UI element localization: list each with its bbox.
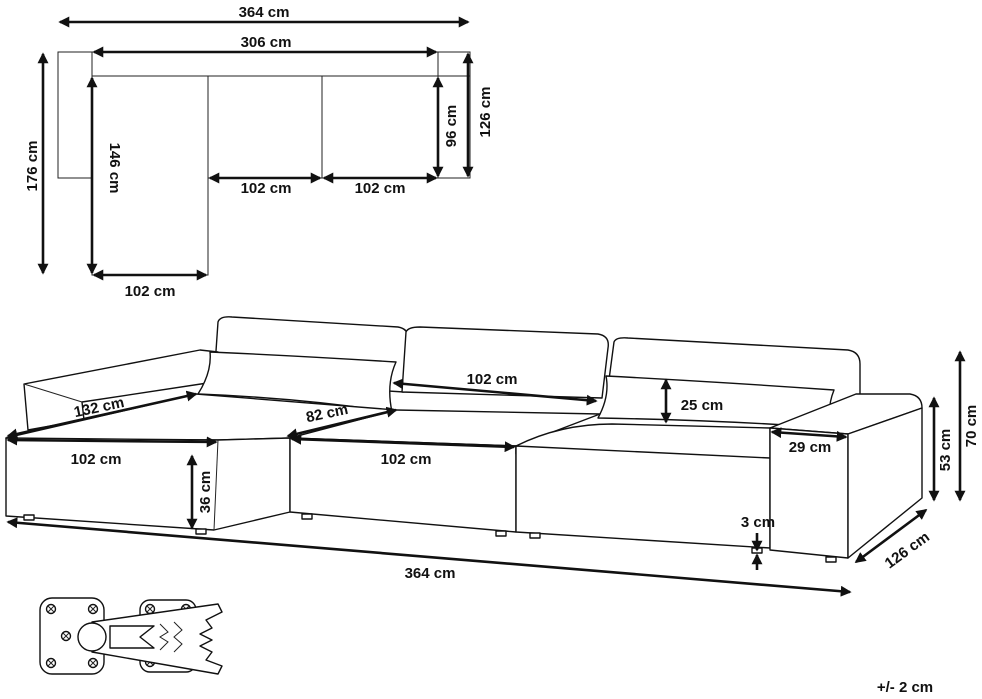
middle-module-width-arrow xyxy=(290,433,516,453)
right-armrest-side xyxy=(847,407,923,559)
total-depth-arrow xyxy=(854,508,928,564)
chaise-front-edge xyxy=(213,439,219,531)
chaise-width-label: 102 cm xyxy=(71,451,122,468)
seat-height-label: 36 cm xyxy=(197,471,214,514)
arm-height-label: 53 cm xyxy=(937,429,954,472)
middle-module-width-label: 102 cm xyxy=(381,451,432,468)
plan-module-width-1-label: 102 cm xyxy=(241,180,292,197)
tolerance-label: +/- 2 cm xyxy=(877,679,933,696)
armrest-width-label: 29 cm xyxy=(789,439,832,456)
total-depth-label: 126 cm xyxy=(882,529,933,573)
chaise-length-arrow xyxy=(6,390,198,440)
plan-module-depth-label: 126 cm xyxy=(477,87,494,138)
plan-view: 364 cm 306 cm 176 cm 146 cm 96 cm 126 cm… xyxy=(24,4,494,300)
middle-seat-depth-arrow xyxy=(286,406,398,440)
sofa-view: 132 cm 102 cm 82 cm 102 cm 102 cm 25 cm … xyxy=(5,316,980,597)
right-seat-front xyxy=(515,445,771,549)
plan-total-depth-label: 176 cm xyxy=(24,141,41,192)
back-module-width-arrow xyxy=(392,378,598,406)
foot-7 xyxy=(825,556,837,563)
plan-seat-depth-label: 96 cm xyxy=(443,105,460,148)
chaise-width-arrow xyxy=(6,434,218,448)
connector-clip-icon xyxy=(39,597,223,675)
cushion-height-label: 25 cm xyxy=(681,397,724,414)
back-module-width-label: 102 cm xyxy=(467,371,518,388)
clip-teeth xyxy=(159,621,183,653)
total-width-arrow xyxy=(6,517,852,597)
plan-chaise-width-label: 102 cm xyxy=(125,283,176,300)
foot-1 xyxy=(23,514,35,521)
plan-inner-depth-label: 146 cm xyxy=(106,143,123,194)
plan-total-width-label: 364 cm xyxy=(239,4,290,21)
foot-4 xyxy=(495,530,507,537)
chaise-front xyxy=(5,437,291,531)
clip-pivot xyxy=(77,622,107,652)
foot-height-label: 3 cm xyxy=(741,514,775,531)
plan-seat-width-label: 306 cm xyxy=(241,34,292,51)
total-height-label: 70 cm xyxy=(963,405,980,448)
foot-3 xyxy=(301,513,313,520)
foot-5 xyxy=(529,532,541,539)
foot-2 xyxy=(195,528,207,535)
clip-latch-arm xyxy=(91,603,223,675)
total-width-label: 364 cm xyxy=(405,565,456,582)
plan-module-width-2-label: 102 cm xyxy=(355,180,406,197)
clip-jaw xyxy=(109,625,155,649)
armrest-width-arrow xyxy=(770,427,848,442)
